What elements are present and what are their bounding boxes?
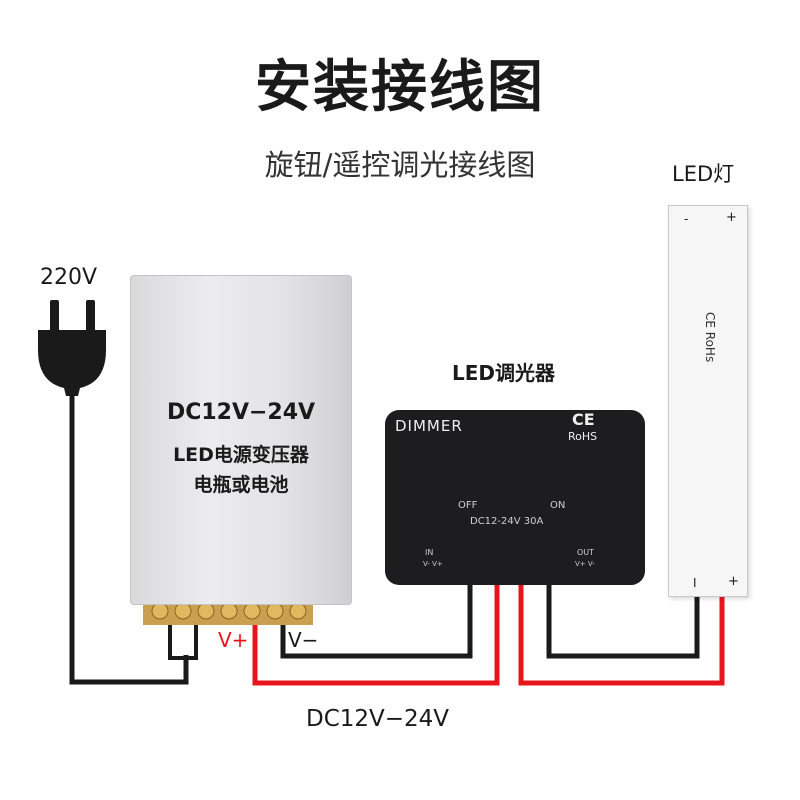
led-strip-label: LED灯 [672, 162, 735, 186]
bottom-voltage-label: DC12V−24V [306, 706, 450, 732]
ac-voltage-label: 220V [40, 265, 98, 290]
dimmer-brand: DIMMER [395, 417, 463, 435]
v-plus-label: V+ [218, 628, 249, 652]
ac-wire [69, 396, 189, 685]
psu-terminal-clip [168, 620, 198, 660]
dimmer-in-label: IN [425, 548, 434, 557]
dimmer-rohs: RoHS [568, 430, 598, 443]
led-top-plus: + [726, 210, 737, 225]
psu-alt-source: 电瓶或电池 [193, 474, 289, 496]
black-wire-out [546, 565, 700, 659]
red-wire-in [252, 565, 500, 686]
psu-name: LED电源变压器 [173, 444, 309, 466]
page-subtitle: 旋钮/遥控调光接线图 [264, 148, 536, 182]
led-cert-text: CE RoHs [703, 312, 717, 363]
dimmer-off-label: OFF [458, 500, 478, 511]
led-top-minus: - [684, 212, 689, 226]
dimmer-on-label: ON [550, 500, 566, 511]
dimmer-out-pins: V+ V- [575, 560, 595, 568]
dimmer-in-pins: V- V+ [423, 560, 443, 568]
dimmer-spec: DC12-24V 30A [470, 516, 544, 527]
dimmer-ce-mark: CE [572, 410, 595, 429]
page-title: 安装接线图 [255, 55, 545, 120]
plug-icon [38, 300, 106, 396]
led-bottom-minus: I [693, 576, 697, 590]
v-minus-label: V− [288, 628, 319, 652]
power-supply [130, 275, 352, 605]
dimmer-device [385, 410, 645, 585]
led-strip [668, 205, 748, 597]
dimmer-label: LED调光器 [452, 361, 556, 385]
black-wire-in [280, 565, 473, 659]
led-bottom-plus: + [728, 574, 739, 589]
red-wire-out [518, 565, 725, 686]
dimmer-out-label: OUT [577, 548, 595, 557]
psu-voltage: DC12V−24V [166, 400, 316, 425]
